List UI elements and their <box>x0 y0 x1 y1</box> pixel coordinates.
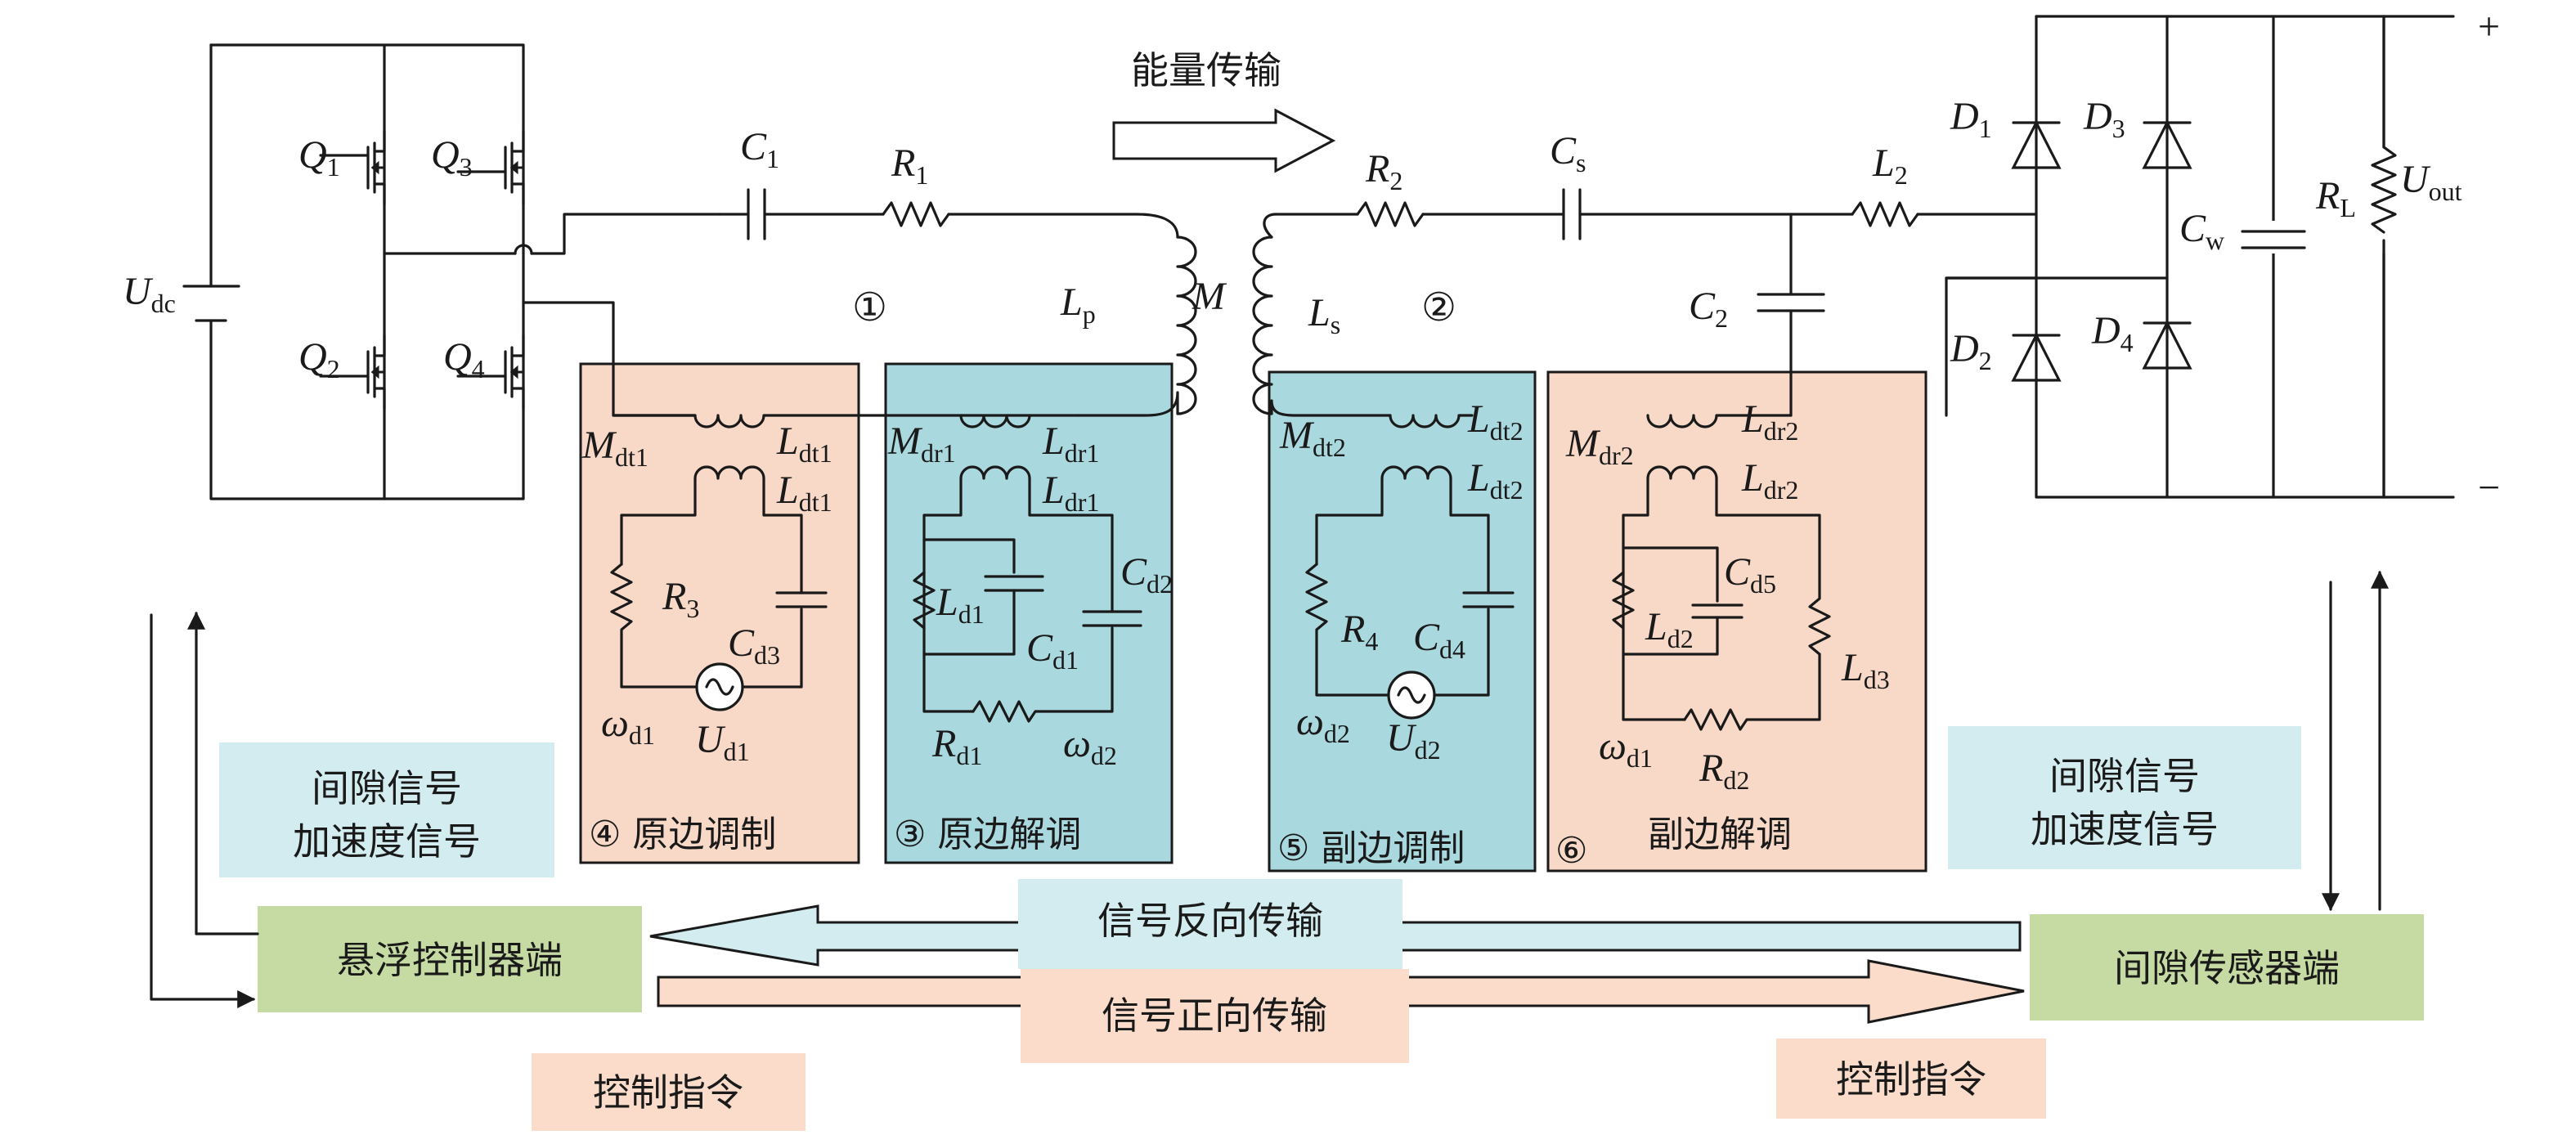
right-signal-box <box>1948 726 2301 869</box>
label-rd2: Rd2 <box>1699 747 1749 795</box>
module4-title: ④ 原边调制 <box>589 814 776 855</box>
label-wd2-m5: ωd2 <box>1296 700 1350 748</box>
cmd-left-box <box>532 1053 806 1131</box>
label-c1: C1 <box>740 125 779 173</box>
label-m: M <box>1192 275 1227 318</box>
sensor-box <box>2030 914 2424 1021</box>
left-signal-box <box>219 742 554 877</box>
label-ldt1-b: Ldt1 <box>776 469 832 517</box>
cmd-right-box <box>1776 1039 2046 1119</box>
label-ldr2-b: Ldr2 <box>1741 456 1798 505</box>
reverse-label: 信号反向传输 <box>1097 899 1323 943</box>
forward-label: 信号正向传输 <box>1102 994 1327 1038</box>
label-ud2: Ud2 <box>1386 716 1441 765</box>
sensor-label: 间隙传感器端 <box>2114 946 2340 990</box>
label-ldr1-b: Ldr1 <box>1042 469 1099 517</box>
module4-circuit <box>610 414 1079 711</box>
label-wd1: ωd1 <box>601 702 655 750</box>
cmd-right-label: 控制指令 <box>1836 1057 1986 1101</box>
label-cw: Cw <box>2179 207 2224 255</box>
label-ldr1-a: Ldr1 <box>1042 419 1099 468</box>
label-d4: D4 <box>2091 309 2134 357</box>
primary-branch <box>718 188 1197 417</box>
left-signal-line2: 加速度信号 <box>293 819 481 864</box>
label-wd2-m3: ωd2 <box>1063 722 1117 770</box>
label-ls: Ls <box>1308 291 1340 339</box>
label-q1: Q1 <box>298 133 340 182</box>
label-r3: R3 <box>662 575 699 623</box>
label-mdr2: Mdr2 <box>1565 422 1634 470</box>
module5-title: ⑤ 副边调制 <box>1277 828 1465 869</box>
label-mdt1: Mdt1 <box>581 424 648 472</box>
reverse-label-box <box>1018 879 1402 969</box>
module6-box <box>1546 370 1928 873</box>
module3-circuit <box>913 414 1142 723</box>
label-minus: − <box>2478 466 2500 509</box>
secondary-branch <box>1252 188 2038 417</box>
module6-number: ⑥ <box>1555 830 1587 872</box>
label-rl: RL <box>2315 174 2356 222</box>
right-feedback-arrows <box>2322 570 2389 912</box>
mosfet-q1 <box>319 129 386 206</box>
label-cd1: Cd1 <box>1026 626 1079 675</box>
left-signal-line1: 间隙信号 <box>312 766 462 810</box>
label-uout: Uout <box>2400 158 2462 206</box>
label-ld3: Ld3 <box>1841 646 1890 694</box>
label-ldr2-a: Ldr2 <box>1741 397 1798 446</box>
label-ldt1-a: Ldt1 <box>776 419 832 468</box>
cmd-left-label: 控制指令 <box>593 1070 743 1115</box>
label-d3: D3 <box>2083 95 2125 143</box>
module6-circuit <box>1612 414 1831 731</box>
label-mdr1: Mdr1 <box>887 419 956 468</box>
label-wd1-m6: ωd1 <box>1599 725 1653 773</box>
mosfet-q3 <box>456 129 525 206</box>
label-mdt2: Mdt2 <box>1279 414 1346 462</box>
label-rd1: Rd1 <box>931 722 982 770</box>
left-feedback-arrows <box>150 611 259 1008</box>
module4-box <box>579 362 860 864</box>
label-l2: L2 <box>1872 141 1908 190</box>
label-lp: Lp <box>1060 280 1096 329</box>
module6-title: 副边解调 <box>1648 814 1792 855</box>
label-ld2: Ld2 <box>1645 605 1694 653</box>
label-ldt2-b: Ldt2 <box>1467 456 1524 505</box>
energy-arrow <box>1112 108 1336 173</box>
right-signal-line2: 加速度信号 <box>2031 807 2219 851</box>
right-signal-line1: 间隙信号 <box>2049 754 2200 798</box>
mosfet-q2 <box>319 334 386 410</box>
rectifier <box>1945 15 2455 499</box>
label-ldt2-a: Ldt2 <box>1467 397 1524 446</box>
label-r4: R4 <box>1340 608 1378 656</box>
energy-label: 能量传输 <box>1131 48 1281 92</box>
label-r1: R1 <box>891 141 928 190</box>
module3-box <box>884 362 1174 864</box>
controller-box <box>258 906 642 1012</box>
label-cs: Cs <box>1550 129 1586 177</box>
label-cd5: Cd5 <box>1724 550 1776 599</box>
module5-circuit <box>1305 414 1515 720</box>
mosfet-q4 <box>456 334 525 410</box>
label-c2: C2 <box>1689 285 1728 333</box>
label-ld1: Ld1 <box>936 581 985 629</box>
label-udc: Udc <box>123 270 176 318</box>
label-circ1: ① <box>852 286 887 330</box>
module5-box <box>1268 370 1537 873</box>
label-d1: D1 <box>1950 95 1992 143</box>
label-q3: Q3 <box>431 133 473 182</box>
label-plus: + <box>2478 5 2500 48</box>
label-circ2: ② <box>1421 286 1456 330</box>
label-q2: Q2 <box>298 335 340 384</box>
controller-label: 悬浮控制器端 <box>337 938 563 982</box>
label-cd2: Cd2 <box>1120 550 1173 599</box>
label-ud1: Ud1 <box>695 718 750 766</box>
module3-title: ③ 原边解调 <box>894 814 1081 855</box>
label-q4: Q4 <box>443 335 485 384</box>
label-cd4: Cd4 <box>1413 616 1465 664</box>
label-r2: R2 <box>1365 147 1402 195</box>
label-cd3: Cd3 <box>728 621 780 670</box>
forward-label-box <box>1021 969 1409 1063</box>
label-d2: D2 <box>1950 327 1992 375</box>
